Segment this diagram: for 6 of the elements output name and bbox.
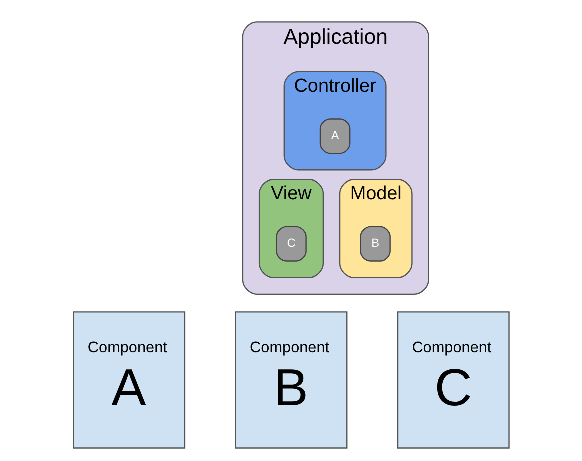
node-box: C	[276, 226, 306, 262]
node-box: Component B	[234, 312, 348, 449]
node-box: Component A	[72, 312, 186, 449]
node-box: Component C	[396, 312, 510, 449]
node-box: B	[360, 226, 390, 262]
node-box: A	[319, 118, 350, 154]
